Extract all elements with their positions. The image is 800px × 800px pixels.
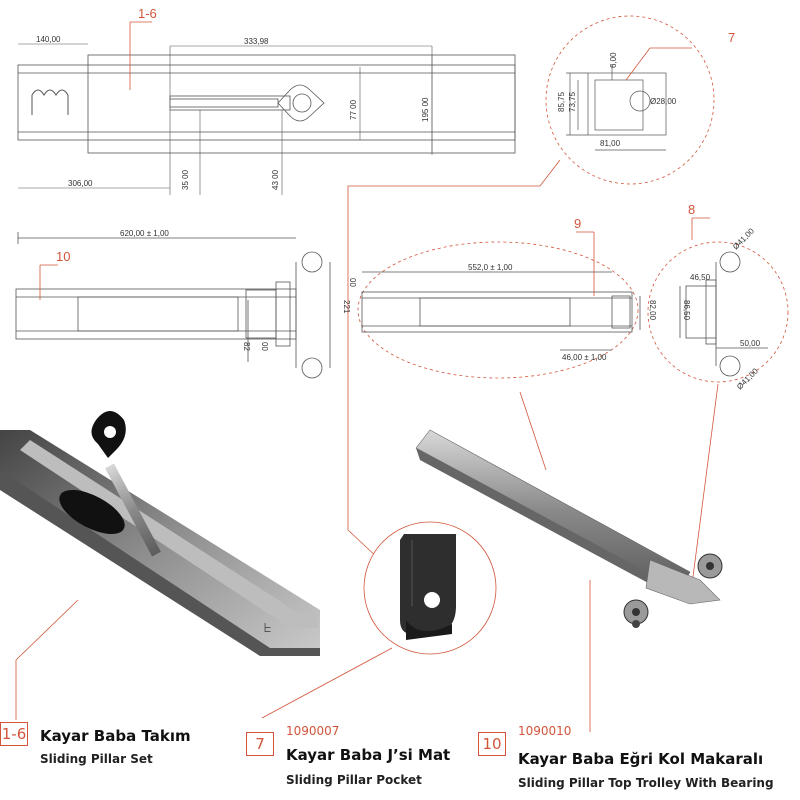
product-subtitle-7: Sliding Pillar Pocket [286,773,422,787]
dim-552: 552,0 ± 1,00 [468,263,513,272]
callout-10: 10 [56,249,70,264]
dim-85-75: 85,75 [557,91,566,112]
dim-73-75: 73,75 [568,91,577,112]
dim-306: 306,00 [68,179,93,188]
dim-28: Ø28,00 [650,97,677,106]
dim-46: 46,00 ± 1,00 [562,353,607,362]
callout-9: 9 [574,216,581,231]
product-subtitle-1-6: Sliding Pillar Set [40,752,153,766]
product-title-1-6: Kayar Baba Takım [40,727,191,745]
rail-logo-mark: ᖶ [264,621,271,635]
dim-00b: 00 [260,342,269,351]
leader-1-6 [15,599,79,720]
product-title-10: Kayar Baba Eğri Kol Makaralı [518,750,764,768]
product-title-7: Kayar Baba J’si Mat [286,746,451,764]
product-code-10: 1090010 [518,724,572,738]
detail-9-oval [357,231,641,379]
product-code-7: 1090007 [286,724,340,738]
rail-plan-dimensions [18,43,433,195]
dim-620: 620,00 ± 1,00 [120,229,169,238]
leader-7-image [261,647,393,719]
dim-140: 140,00 [36,35,61,44]
leader-7 [347,159,561,561]
product-subtitle-10: Sliding Pillar Top Trolley With Bearing [518,776,774,790]
dim-43: 43 00 [271,169,280,190]
leader-9 [519,391,547,471]
callout-7: 7 [728,30,735,45]
dim-333: 333,98 [244,37,269,46]
dim-77: 77 00 [349,99,358,120]
rail-plan-view [17,54,516,154]
dim-82: 82 [242,342,251,351]
badge-7: 7 [246,732,274,756]
dim-35: 35 00 [181,169,190,190]
dim-86-50: 86,50 [682,300,691,321]
dim-41-top: Ø41,00 [731,226,756,251]
detail-8-circle [647,217,789,383]
dim-81: 81,00 [600,139,621,148]
dim-82-00: 82,00 [648,300,657,321]
trolley-product-image [415,429,723,628]
dim-46-50: 46,50 [690,273,711,282]
callout-1-6-leader [129,21,152,90]
dim-6: 6,00 [609,52,618,68]
detail-7-circle [545,15,715,185]
dim-195: 195 00 [421,97,430,122]
callout-1-6: 1-6 [138,6,157,21]
rail-product-image: ᖶ [0,411,320,656]
badge-1-6: 1-6 [0,722,28,746]
rail-side-view [15,232,331,379]
callout-8: 8 [688,202,695,217]
badge-10: 10 [478,732,506,756]
dim-221: 221 [342,300,351,314]
dim-50: 50,00 [740,339,761,348]
leader-8 [689,383,719,601]
dim-00: 00 [348,278,357,287]
pocket-product-image [363,521,497,655]
